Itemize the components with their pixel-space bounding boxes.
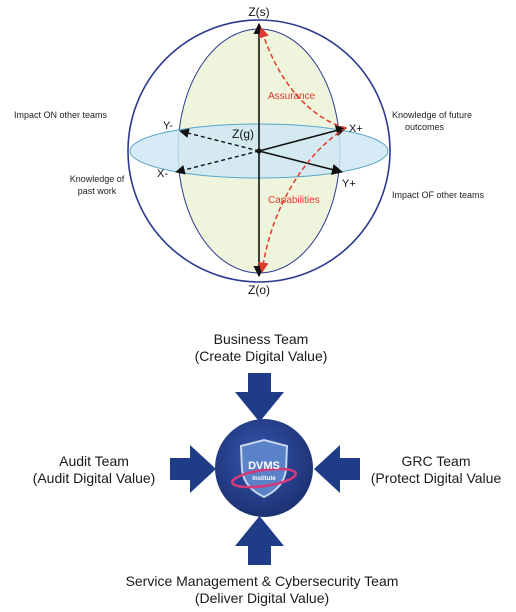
assurance-label: Assurance: [268, 91, 316, 102]
bottom-arrow: [235, 516, 284, 565]
left-arrow: [170, 445, 216, 493]
impact-on-label: Impact ON other teams: [14, 110, 108, 120]
assurance-curve: [258, 26, 347, 129]
z-bottom-label: Z(o): [248, 283, 270, 297]
bottom-team-line1: Service Management & Cybersecurity Team: [126, 573, 399, 589]
left-team-line1: Audit Team: [59, 453, 129, 469]
sphere-diagram: Z(s) Z(o) Z(g) X+ X- Y+ Y- Assurance Cap…: [14, 5, 485, 297]
top-arrow: [235, 373, 284, 422]
dvms-logo: DVMS Institute: [230, 438, 298, 499]
knowledge-past-label-1: Knowledge of: [70, 174, 125, 184]
center-point: [256, 148, 262, 154]
x-pos-arrow: [258, 125, 348, 152]
capabilities-curve: [258, 127, 347, 274]
bottom-team-line2: (Deliver Digital Value): [195, 590, 329, 606]
teams-diagram: DVMS Institute Business Team (Create Dig…: [33, 331, 502, 606]
capabilities-label: Capabilities: [268, 195, 320, 206]
knowledge-future-label-1: Knowledge of future: [392, 110, 472, 120]
right-arrow: [314, 445, 360, 493]
y-neg-label: Y-: [163, 120, 173, 132]
x-pos-label: X+: [349, 123, 363, 135]
top-team-line2: (Create Digital Value): [195, 348, 328, 364]
knowledge-past-label-2: past work: [78, 186, 117, 196]
impact-of-label: Impact OF other teams: [392, 190, 485, 200]
y-pos-arrow: [258, 150, 344, 175]
knowledge-future-label-2: outcomes: [405, 122, 445, 132]
right-team-line1: GRC Team: [402, 453, 471, 469]
outer-circle: [127, 19, 391, 283]
x-neg-label: X-: [157, 168, 168, 180]
left-team-line2: (Audit Digital Value): [33, 470, 156, 486]
logo-name: DVMS: [248, 460, 280, 472]
x-neg-arrow: [175, 150, 260, 175]
y-pos-label: Y+: [342, 178, 356, 190]
logo-sub: Institute: [252, 476, 276, 482]
right-team-line2: (Protect Digital Value: [371, 470, 502, 486]
top-team-line1: Business Team: [214, 331, 309, 347]
z-top-label: Z(s): [248, 5, 269, 19]
z-center-label: Z(g): [232, 127, 254, 141]
